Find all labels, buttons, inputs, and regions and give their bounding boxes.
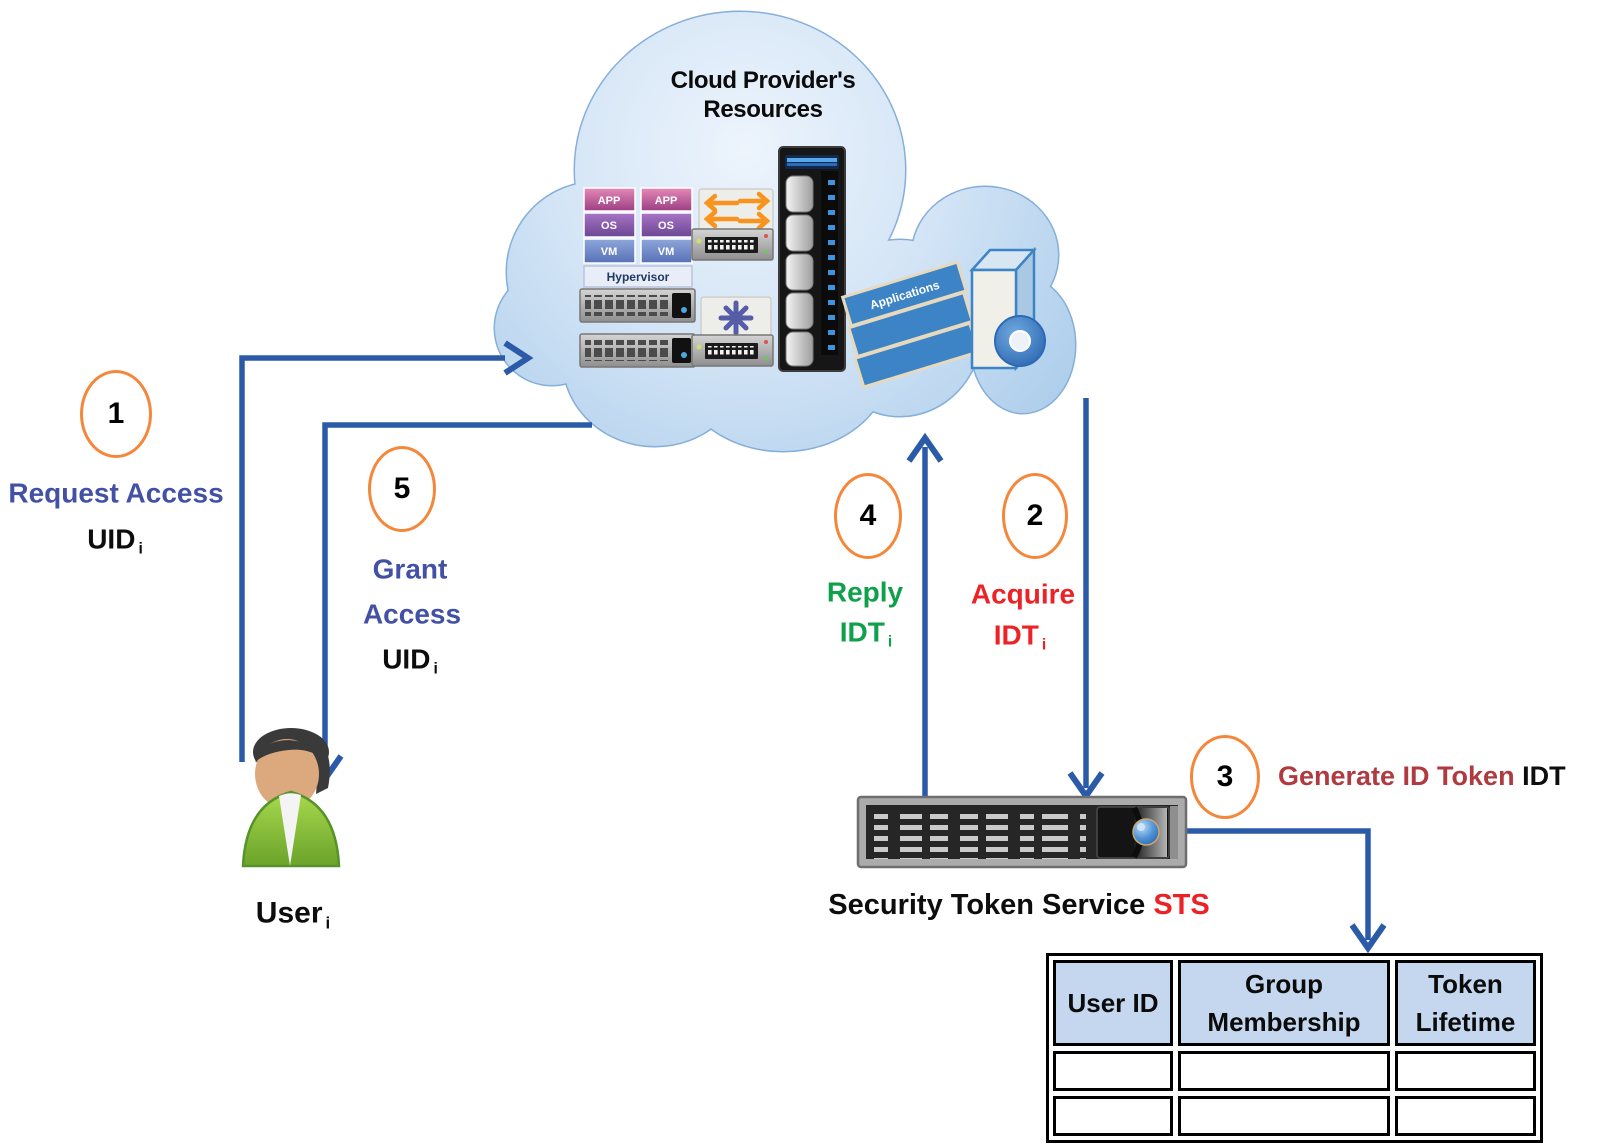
arrow-4-arrowhead <box>906 432 944 463</box>
vm-app-label: APP <box>598 195 621 207</box>
user-label-text: User <box>255 896 323 930</box>
step2-token-subscript: i <box>1041 636 1047 654</box>
sts-label: Security Token Service STS <box>828 889 1210 922</box>
arrow-5-grant-access <box>322 422 592 770</box>
step3-title-text: Generate ID Token <box>1278 761 1515 792</box>
hypervisor-label: Hypervisor <box>607 270 670 284</box>
step5-token-subscript: i <box>433 660 438 678</box>
vm-vm-label: VM <box>601 246 618 258</box>
table-empty-cell <box>1053 1096 1173 1136</box>
user-label-subscript: i <box>325 913 331 933</box>
token-table: User ID Group Membership Token Lifetime <box>1046 953 1543 1143</box>
applications-stack-icon: Applications <box>840 260 981 389</box>
step-circle-5: 5 <box>368 446 436 532</box>
hypervisor-bar: Hypervisor <box>583 265 693 288</box>
step3-token-text: IDT <box>1522 761 1566 792</box>
tower-server-icon <box>969 246 1046 372</box>
step2-token-text: IDT <box>993 619 1039 651</box>
step-circle-1: 1 <box>80 370 152 458</box>
rack-server-icon <box>579 288 696 323</box>
table-empty-cell <box>1178 1096 1390 1136</box>
vm-vm-label: VM <box>658 246 675 258</box>
rack-device-icon <box>691 228 774 261</box>
step-circle-4: 4 <box>834 473 902 559</box>
step1-token-text: UID <box>87 523 136 555</box>
table-header-group-membership: Group Membership <box>1178 960 1390 1046</box>
rack-server-icon <box>579 333 696 368</box>
table-empty-cell <box>1395 1096 1536 1136</box>
arrow-1-arrowhead <box>503 340 534 376</box>
network-switch-icon <box>698 188 774 233</box>
user-person-icon <box>241 728 341 868</box>
arrow-1-request-access <box>239 355 505 762</box>
step5-title-line1: Grant <box>372 553 448 585</box>
step1-token-subscript: i <box>138 540 143 558</box>
vm-stack-icon: APP OS VM <box>583 187 636 264</box>
cloud-title-line1: Cloud Provider's <box>670 67 856 94</box>
step-circle-2: 2 <box>1002 473 1068 559</box>
table-empty-cell <box>1053 1051 1173 1091</box>
cloud-title: Cloud Provider's Resources <box>671 66 856 124</box>
table-empty-cell <box>1395 1051 1536 1091</box>
step4-title: Reply <box>826 576 904 608</box>
vm-os-label: OS <box>601 220 617 232</box>
arrow-3-generate-token <box>1187 828 1371 940</box>
step-circle-3: 3 <box>1190 735 1260 819</box>
cloud-title-line2: Resources <box>703 96 823 123</box>
step1-title: Request Access <box>8 477 224 509</box>
vm-app-label: APP <box>655 195 678 207</box>
step2-title: Acquire <box>970 578 1076 610</box>
tall-server-rack-icon <box>778 146 846 372</box>
table-header-token-lifetime: Token Lifetime <box>1395 960 1536 1046</box>
vm-stack-icon: APP OS VM <box>640 187 693 264</box>
vm-os-label: OS <box>658 220 674 232</box>
rack-device-icon <box>691 334 774 367</box>
snowflake-switch-icon <box>700 296 772 340</box>
sts-server-icon <box>856 795 1188 869</box>
step4-token-subscript: i <box>887 633 893 651</box>
step4-token-text: IDT <box>839 616 885 648</box>
flow-arrows <box>239 340 1387 954</box>
step5-title-line2: Access <box>362 598 462 630</box>
table-header-user-id: User ID <box>1053 960 1173 1046</box>
table-empty-cell <box>1178 1051 1390 1091</box>
step5-token-text: UID <box>382 643 431 675</box>
sts-abbr: STS <box>1153 889 1210 922</box>
step3-title: Generate ID Token IDT <box>1278 761 1566 792</box>
arrow-3-arrowhead <box>1349 923 1387 954</box>
sphere-button-icon <box>1132 818 1160 846</box>
sts-label-text: Security Token Service <box>828 889 1146 922</box>
